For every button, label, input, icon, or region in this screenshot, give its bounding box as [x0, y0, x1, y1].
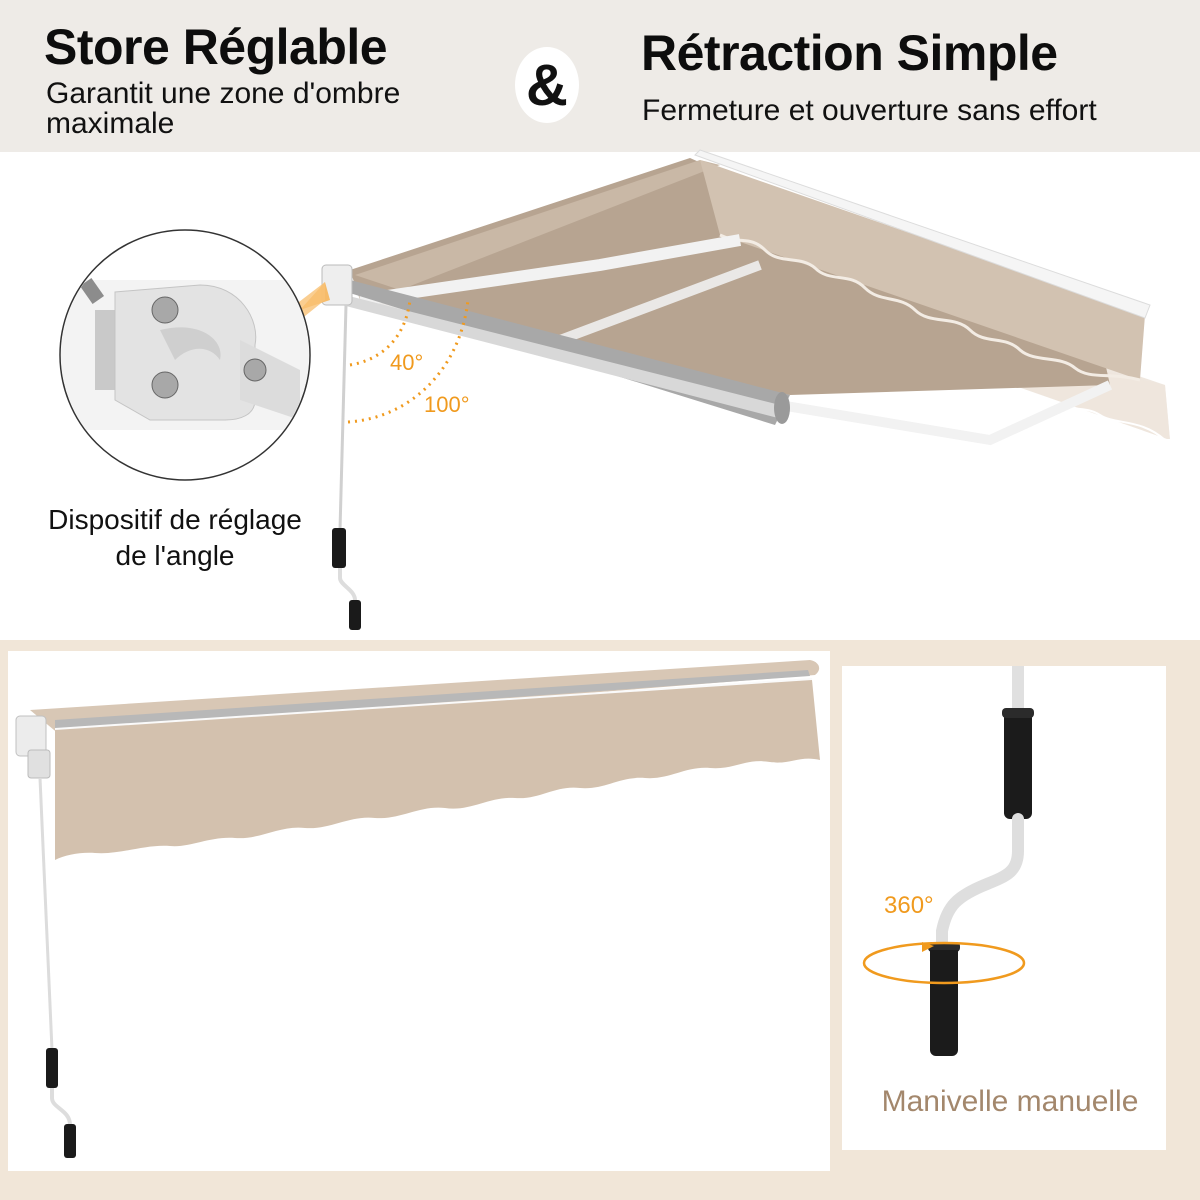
left-subtitle-line2: maximale [46, 107, 175, 140]
left-subtitle-line1: Garantit une zone d'ombre [46, 77, 401, 110]
header-banner: Store Réglable Garantit une zone d'ombre… [0, 0, 1200, 152]
detail-label-line2: de l'angle [115, 540, 235, 571]
detail-label-line1: Dispositif de réglage [48, 504, 302, 535]
manual-crank-label: Manivelle manuelle [881, 1085, 1139, 1118]
right-title: Rétraction Simple [641, 25, 1058, 81]
extended-awning-illustration [59, 149, 1170, 630]
left-title: Store Réglable [44, 19, 388, 75]
angle-max-label: 100° [424, 392, 470, 417]
right-subtitle: Fermeture et ouverture sans effort [642, 94, 1097, 127]
rotation-label: 360° [884, 892, 934, 919]
ampersand-badge: & [515, 47, 579, 123]
retracted-awning-illustration [15, 660, 820, 1158]
hand-crank-illustration [862, 666, 1034, 1056]
angle-min-label: 40° [390, 350, 424, 375]
